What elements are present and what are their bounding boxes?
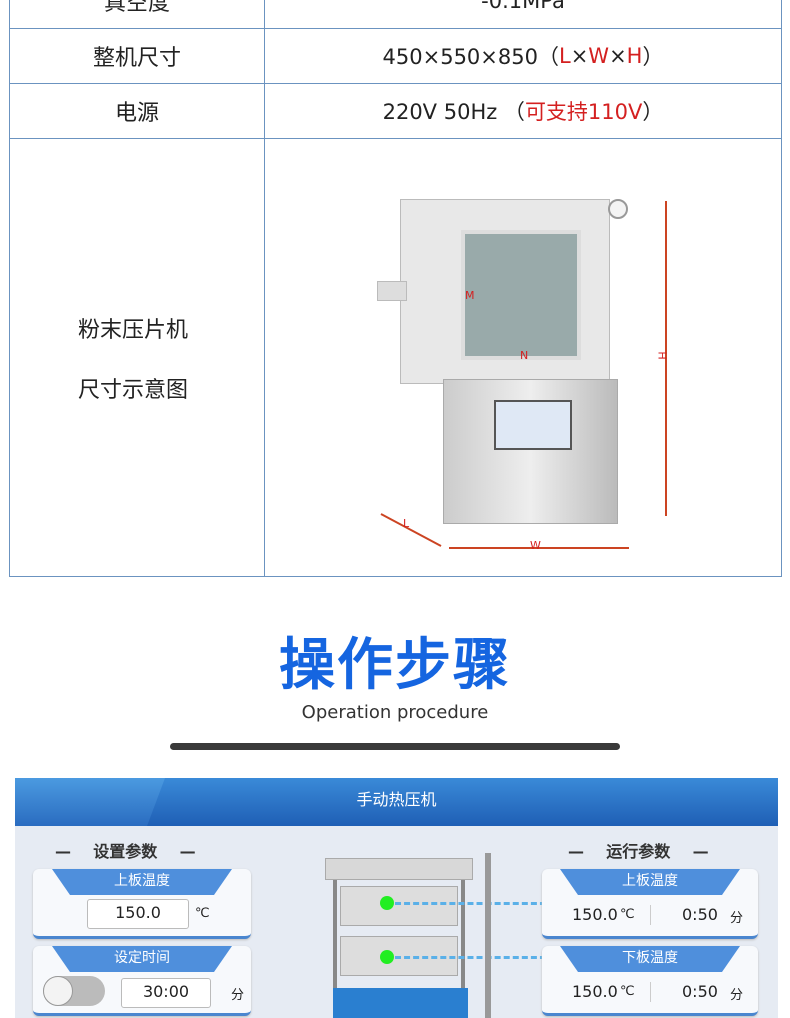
set-upper-temp-card: 上板温度 150.0 ℃	[33, 869, 251, 939]
card-label: 上板温度	[560, 869, 740, 895]
label: 运行参数	[606, 842, 671, 861]
dim-l: L	[558, 44, 571, 68]
times: ×	[609, 44, 627, 68]
w-arrow	[449, 547, 629, 549]
time-input[interactable]: 30:00	[121, 978, 211, 1008]
panel-title: 手动热压机	[356, 790, 437, 809]
run-upper-temp-card: 上板温度 150.0 ℃ 0:50 分	[542, 869, 758, 939]
row-value: 220V 50Hz （可支持110V）	[265, 84, 781, 138]
indicator-icon	[380, 896, 394, 910]
control-screen	[494, 400, 572, 450]
label: 设置参数	[93, 842, 158, 861]
table-row: 真空度 -0.1MPa	[10, 0, 781, 29]
temp-value: 150.0	[572, 905, 618, 924]
section-subtitle: Operation procedure	[301, 702, 489, 723]
set-time-card: 设定时间 30:00 分	[33, 946, 251, 1016]
toggle-switch[interactable]	[43, 976, 105, 1006]
table-row: 粉末压片机 尺寸示意图 H W L M N	[10, 139, 781, 576]
card-label: 设定时间	[52, 946, 232, 972]
dim-n-label: N	[520, 349, 529, 362]
unit: ℃	[620, 907, 635, 922]
row-value: -0.1MPa	[481, 0, 565, 13]
power-text: 220V 50Hz （	[382, 100, 525, 124]
l-arrow	[380, 513, 442, 547]
run-lower-temp-card: 下板温度 150.0 ℃ 0:50 分	[542, 946, 758, 1016]
unit: ℃	[195, 906, 210, 921]
dim-w: W	[588, 44, 610, 68]
row-value: 450×550×850（L×W×H）	[265, 29, 781, 83]
row-label: 电源	[10, 84, 265, 138]
card-label: 上板温度	[52, 869, 232, 895]
right-section-title: — 运行参数 —	[568, 842, 709, 861]
unit: 分	[231, 988, 245, 1003]
divider	[170, 743, 620, 750]
paren: ）	[642, 45, 664, 69]
hmi-panel: 手动热压机 — 设置参数 — — 运行参数 — 上板温度 150.0 ℃ 设定时…	[15, 778, 778, 1018]
upper-temp-input[interactable]: 150.0	[87, 899, 189, 929]
unit: 分	[730, 988, 744, 1003]
table-row: 整机尺寸 450×550×850（L×W×H）	[10, 29, 781, 84]
times: ×	[570, 44, 589, 68]
section-title: 操作步骤	[279, 633, 511, 698]
dim-l-label: L	[403, 517, 410, 530]
lever-handle	[485, 853, 491, 1018]
spec-table: 真空度 -0.1MPa 整机尺寸 450×550×850（L×W×H） 电源 2…	[9, 0, 782, 577]
machine-diagram: H W L M N	[265, 139, 781, 576]
power-highlight: 可支持110V	[524, 100, 643, 124]
left-section-title: — 设置参数 —	[55, 842, 196, 861]
row-label: 整机尺寸	[10, 29, 265, 83]
machine-base	[443, 379, 618, 524]
row-label: 真空度	[10, 0, 265, 28]
paren: ）	[642, 100, 664, 124]
time-value: 0:50	[682, 905, 718, 924]
table-row: 电源 220V 50Hz （可支持110V）	[10, 84, 781, 139]
label-line: 粉末压片机	[78, 317, 189, 343]
dim-w-label: W	[530, 539, 541, 552]
indicator-icon	[380, 950, 394, 964]
unit: ℃	[620, 984, 635, 999]
gauge-icon	[608, 199, 628, 219]
row-label: 粉末压片机 尺寸示意图	[10, 139, 265, 576]
label-line: 尺寸示意图	[78, 377, 189, 403]
temp-value: 150.0	[572, 982, 618, 1001]
dims-text: 450×550×850（	[382, 45, 559, 69]
dim-m-label: M	[465, 289, 475, 302]
machine-chamber	[400, 199, 610, 384]
unit: 分	[730, 911, 744, 926]
press-illustration	[325, 853, 555, 1018]
h-arrow	[665, 201, 667, 516]
dim-h: H	[626, 44, 643, 68]
dim-h-label: H	[655, 351, 669, 360]
panel-header: 手动热压机	[15, 778, 778, 826]
card-label: 下板温度	[560, 946, 740, 972]
time-value: 0:50	[682, 982, 718, 1001]
